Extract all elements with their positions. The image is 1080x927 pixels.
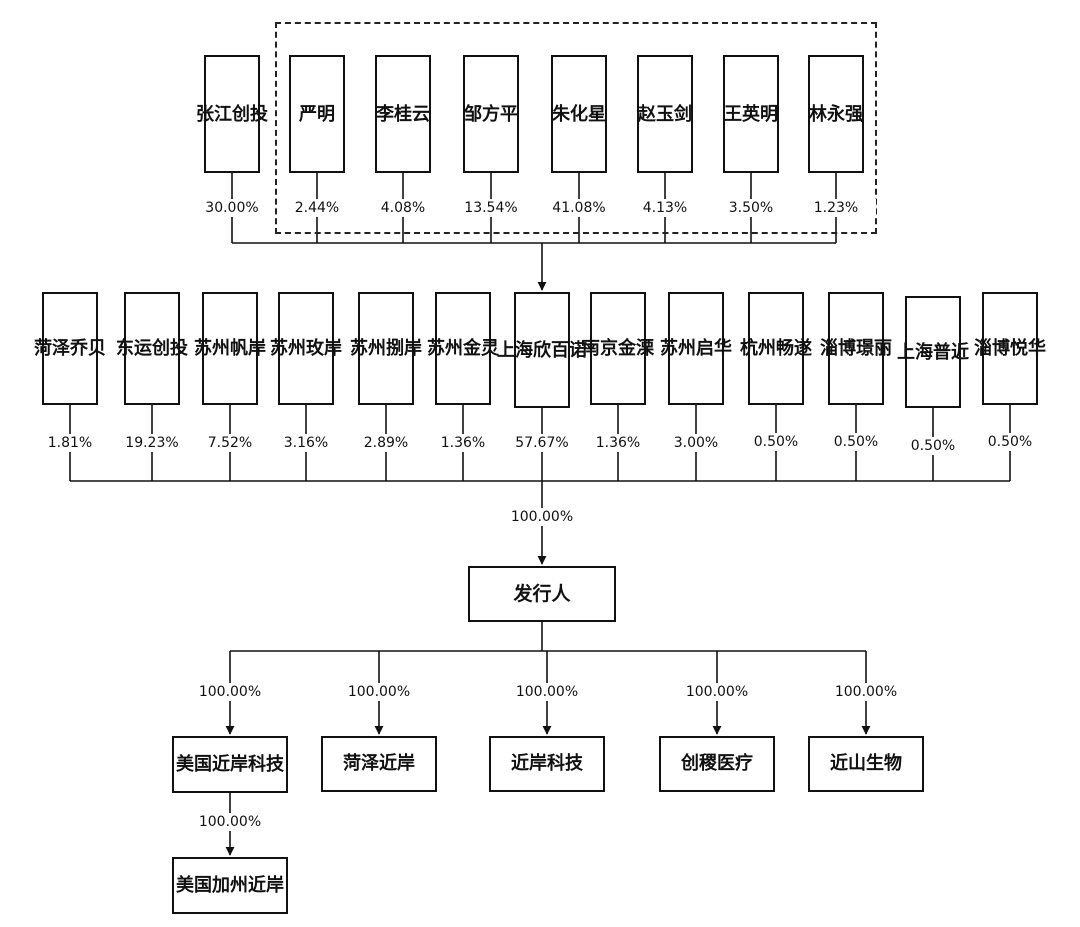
subsidiary-box-s1: 菏泽近岸	[321, 736, 437, 792]
shareholder-box-m12: 淄博悦华	[974, 292, 1046, 405]
shareholder-box-m9: 杭州畅遂	[740, 292, 812, 405]
shareholder-box-m1: 东运创投	[116, 292, 188, 405]
shareholding-pct-m4: 2.89%	[346, 434, 426, 452]
shareholding-pct-m2: 7.52%	[190, 434, 270, 452]
shareholding-pct-m3: 3.16%	[266, 434, 346, 452]
shareholding-pct-m5: 1.36%	[423, 434, 503, 452]
shareholder-box-t4: 朱化星	[551, 55, 607, 173]
shareholder-box-t3: 邹方平	[463, 55, 519, 173]
subsidiary-box-s4: 近山生物	[808, 736, 924, 792]
shareholder-box-t7: 林永强	[808, 55, 864, 173]
shareholding-pct-m0: 1.81%	[30, 434, 110, 452]
shareholding-pct-t6: 3.50%	[711, 199, 791, 217]
subsidiary-box-s2: 近岸科技	[489, 736, 605, 792]
shareholder-box-t6: 王英明	[723, 55, 779, 173]
shareholding-pct-m12: 0.50%	[970, 433, 1050, 451]
shareholder-box-t0: 张江创投	[196, 55, 268, 173]
shareholding-pct-t3: 13.54%	[451, 199, 531, 217]
shareholding-pct-t5: 4.13%	[625, 199, 705, 217]
shareholding-pct-t4: 41.08%	[539, 199, 619, 217]
shareholder-box-m3: 苏州玫岸	[270, 292, 342, 405]
individual-shareholders-group-border	[275, 22, 877, 234]
shareholding-pct-m11: 0.50%	[893, 437, 973, 455]
subsidiary-pct-s4: 100.00%	[826, 683, 906, 701]
shareholder-box-m7: 南京金溧	[582, 292, 654, 405]
sub-subsidiary-pct: 100.00%	[190, 813, 270, 831]
shareholder-box-t2: 李桂云	[375, 55, 431, 173]
shareholder-box-m8: 苏州启华	[660, 292, 732, 405]
subsidiary-pct-s0: 100.00%	[190, 683, 270, 701]
shareholder-box-m11: 上海普近	[897, 296, 969, 408]
shareholder-box-m6: 上海欣百诺	[497, 292, 587, 408]
shareholding-pct-t1: 2.44%	[277, 199, 357, 217]
shareholding-pct-m6: 57.67%	[502, 434, 582, 452]
subsidiary-pct-s1: 100.00%	[339, 683, 419, 701]
shareholder-box-m5: 苏州金灵	[427, 292, 499, 405]
issuer-box: 发行人	[468, 566, 616, 622]
subsidiary-box-s3: 创稷医疗	[659, 736, 775, 792]
shareholder-box-t1: 严明	[289, 55, 345, 173]
shareholding-pct-t2: 4.08%	[363, 199, 443, 217]
shareholding-pct-t0: 30.00%	[192, 199, 272, 217]
shareholder-box-t5: 赵玉剑	[637, 55, 693, 173]
subsidiary-pct-s2: 100.00%	[507, 683, 587, 701]
shareholder-box-m10: 淄博璟丽	[820, 292, 892, 405]
shareholding-pct-m7: 1.36%	[578, 434, 658, 452]
shareholder-box-m2: 苏州帆岸	[194, 292, 266, 405]
subsidiary-pct-s3: 100.00%	[677, 683, 757, 701]
shareholder-box-m4: 苏州捌岸	[350, 292, 422, 405]
subsidiary-box-s0: 美国近岸科技	[172, 736, 288, 793]
shareholding-pct-t7: 1.23%	[796, 199, 876, 217]
sub-subsidiary-box: 美国加州近岸	[172, 857, 288, 914]
shareholder-box-m0: 菏泽乔贝	[34, 292, 106, 405]
shareholding-pct-m1: 19.23%	[112, 434, 192, 452]
shareholding-pct-m9: 0.50%	[736, 433, 816, 451]
shareholding-pct-m8: 3.00%	[656, 434, 736, 452]
issuer-ownership-pct: 100.00%	[502, 508, 582, 526]
shareholding-pct-m10: 0.50%	[816, 433, 896, 451]
